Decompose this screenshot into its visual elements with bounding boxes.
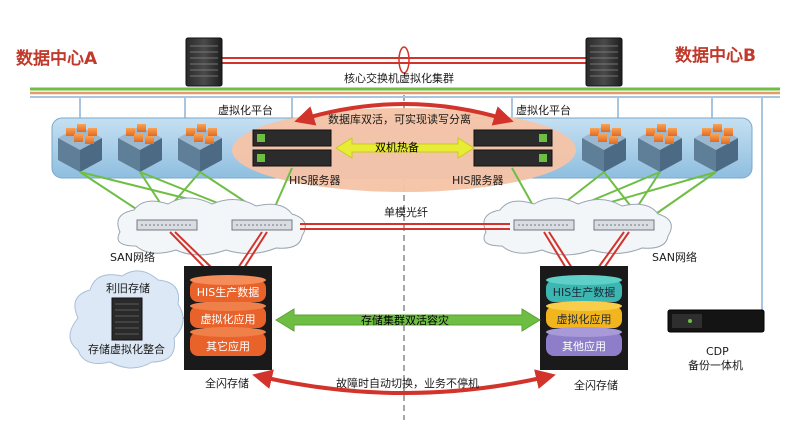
- legacy-storage-caption: 存储虚拟化整合: [88, 343, 165, 356]
- legacy-storage-title: 利旧存储: [106, 282, 150, 295]
- san-switches: [136, 219, 655, 231]
- vm-cluster-b2: [638, 124, 682, 172]
- storage-right-layer-3: 其他应用: [562, 340, 606, 353]
- core-switch-left: [185, 37, 223, 87]
- san-cloud-left: [117, 197, 306, 256]
- cdp-appliance: [667, 309, 765, 333]
- core-switch-right: [585, 37, 623, 87]
- hot-standby-arrow: [335, 137, 475, 159]
- cdp-label: CDP: [706, 345, 729, 358]
- single-mode-fiber: [300, 223, 510, 230]
- san-cloud-right: [483, 197, 672, 256]
- storage-array-left: [184, 266, 272, 370]
- vm-cluster-b3: [694, 124, 738, 172]
- virtualization-label-left: 虚拟化平台: [218, 104, 273, 117]
- his-server-right-label: HIS服务器: [452, 174, 504, 187]
- core-switch-link: [222, 46, 588, 74]
- legacy-storage-cloud: [69, 270, 184, 369]
- vm-clusters: [58, 124, 738, 172]
- failover-label: 故障时自动切换，业务不停机: [336, 377, 479, 390]
- storage-array-right: [540, 266, 628, 370]
- storage-right-layer-1: HIS生产数据: [552, 286, 616, 299]
- active-active-arrow: [294, 102, 514, 126]
- hot-standby-label: 双机热备: [375, 141, 419, 154]
- storage-right-layer-2: 虚拟化应用: [556, 313, 612, 326]
- active-active-label: 数据库双活，可实现读写分离: [328, 113, 471, 126]
- vm-cluster-b1: [582, 124, 626, 172]
- san-switch-left-1: [136, 219, 198, 231]
- storage-left-layer-3: 其它应用: [206, 340, 250, 353]
- storage-left-layer-1: HIS生产数据: [196, 286, 260, 299]
- fiber-label: 单模光纤: [384, 206, 428, 219]
- vm-cluster-a3: [178, 124, 222, 172]
- datacenter-a-title: 数据中心A: [16, 49, 98, 69]
- san-switch-right-1: [513, 219, 575, 231]
- san-label-right: SAN网络: [652, 251, 697, 264]
- datacenter-b-title: 数据中心B: [675, 46, 756, 66]
- storage-cluster-arrow: [275, 308, 541, 332]
- his-server-left-label: HIS服务器: [289, 174, 341, 187]
- storage-cluster-label: 存储集群双活容灾: [361, 314, 449, 327]
- virtualization-label-right: 虚拟化平台: [516, 104, 571, 117]
- san-switch-left-2: [231, 219, 293, 231]
- storage-right-caption: 全闪存储: [574, 379, 618, 392]
- vm-cluster-a2: [118, 124, 162, 172]
- vm-cluster-a1: [58, 124, 102, 172]
- storage-left-caption: 全闪存储: [205, 377, 249, 390]
- his-server-right: [473, 129, 553, 167]
- storage-left-layer-2: 虚拟化应用: [200, 313, 256, 326]
- core-switch-label: 核心交换机虚拟化集群: [344, 72, 454, 85]
- san-switch-right-2: [593, 219, 655, 231]
- core-backbone: [30, 87, 780, 98]
- cdp-sublabel: 备份一体机: [688, 359, 743, 372]
- failover-arrow: [252, 369, 556, 395]
- san-storage-links: [169, 231, 630, 269]
- san-label-left: SAN网络: [110, 251, 155, 264]
- his-server-left: [252, 129, 332, 167]
